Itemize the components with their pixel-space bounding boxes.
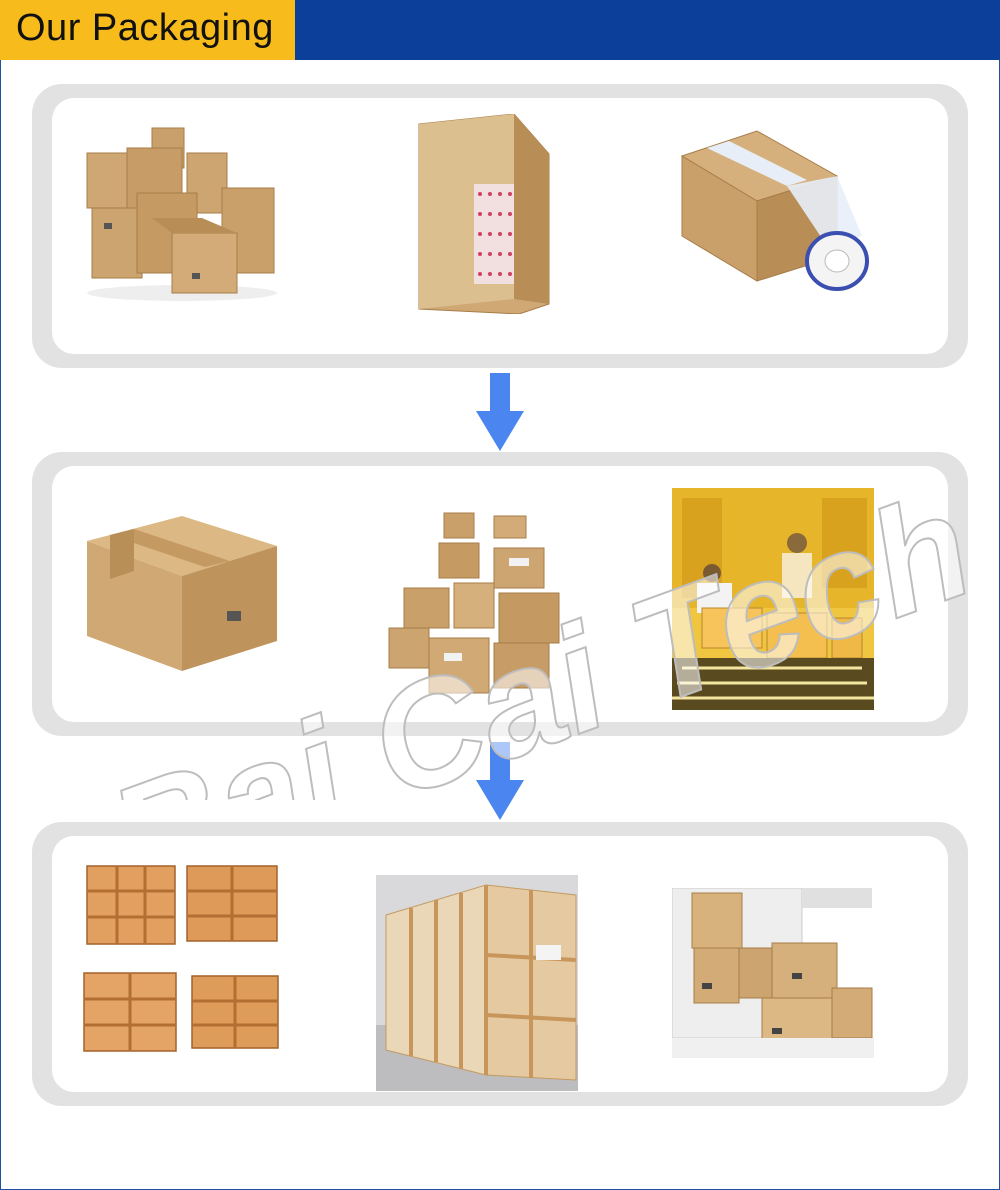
packaging-stage-3	[32, 822, 968, 1106]
boxes-in-truck-photo	[672, 888, 874, 1058]
down-arrow-icon	[476, 373, 524, 451]
wooden-crates-grid-photo	[83, 865, 279, 1052]
stacked-cardboard-boxes-photo	[86, 127, 277, 301]
box-with-packing-tape-photo	[680, 130, 869, 291]
down-arrow-icon	[476, 742, 524, 820]
stage-2-content	[52, 466, 948, 722]
packaging-stage-1	[32, 84, 968, 368]
header-title-tab: Our Packaging	[0, 0, 295, 60]
open-box-with-bubble-wrap-photo	[418, 114, 550, 314]
large-wooden-crate-photo	[376, 875, 578, 1091]
sealed-carton-photo	[87, 516, 277, 671]
pile-of-cartons-photo	[388, 512, 560, 694]
warehouse-loading-conveyor-photo	[672, 488, 874, 710]
header-bar: Our Packaging	[0, 0, 1000, 60]
page-title: Our Packaging	[16, 7, 274, 49]
stage-1-content	[52, 98, 948, 354]
packaging-stage-2	[32, 452, 968, 736]
stage-3-content	[52, 836, 948, 1092]
